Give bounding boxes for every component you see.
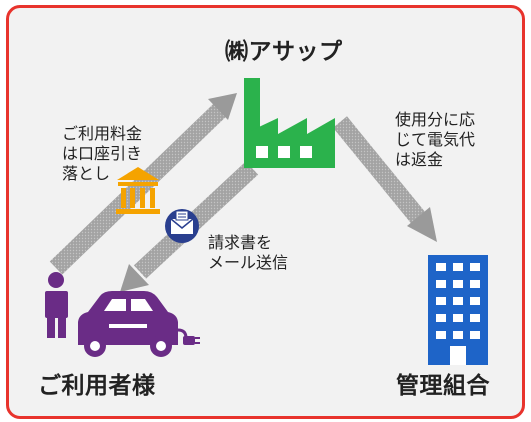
bank-icon — [116, 167, 160, 214]
payment-flow-label: ご利用料金 は口座引き 落とし — [62, 124, 143, 183]
payment-arrow-icon — [49, 93, 237, 275]
invoice-flow-label: 請求書を メール送信 — [208, 233, 289, 272]
factory-icon — [244, 78, 335, 168]
person-icon — [45, 272, 68, 338]
refund-flow-label: 使用分に応 じて電気代 は返金 — [395, 110, 476, 169]
electric-car-icon — [78, 291, 200, 357]
user-label: ご利用者様 — [38, 373, 156, 399]
management-label: 管理組合 — [396, 373, 490, 399]
refund-arrow-icon — [333, 116, 437, 242]
email-icon — [165, 209, 199, 243]
company-name: ㈱アサップ — [225, 39, 343, 65]
building-icon — [428, 255, 488, 365]
